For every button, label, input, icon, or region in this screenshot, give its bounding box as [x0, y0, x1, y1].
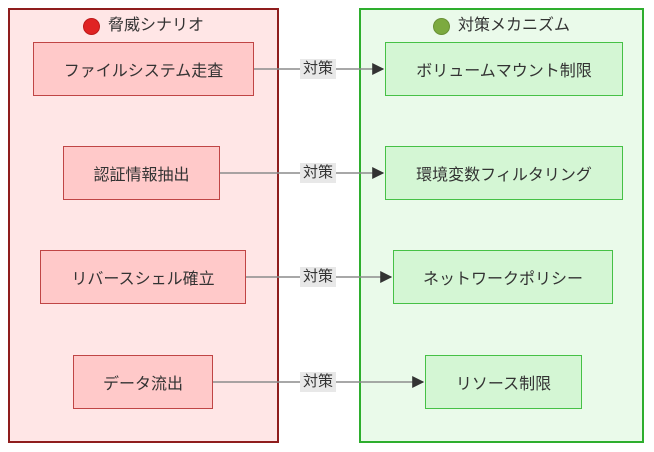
node-mitigation-resource-limit: リソース制限 [425, 355, 582, 409]
edge-4-label: 対策 [300, 372, 336, 392]
node-mitigation-network-policy: ネットワークポリシー [393, 250, 613, 304]
mitigation-group-title: 対策メカニズム [361, 10, 642, 36]
node-threat-credential-extract: 認証情報抽出 [63, 146, 220, 200]
node-threat-filesystem-scan: ファイルシステム走査 [33, 42, 254, 96]
threat-group-title-text: 脅威シナリオ [107, 17, 204, 34]
mitigation-group-title-text: 対策メカニズム [457, 17, 570, 34]
edge-1-label: 対策 [300, 59, 336, 79]
threat-group-title: 脅威シナリオ [10, 10, 277, 36]
edge-3-label: 対策 [300, 267, 336, 287]
node-mitigation-env-filtering: 環境変数フィルタリング [385, 146, 623, 200]
node-mitigation-volume-mount-limit: ボリュームマウント制限 [385, 42, 623, 96]
node-threat-reverse-shell: リバースシェル確立 [40, 250, 246, 304]
edge-2-label: 対策 [300, 163, 336, 183]
node-threat-data-exfiltration: データ流出 [73, 355, 213, 409]
red-circle-icon [82, 17, 100, 35]
green-circle-icon [432, 17, 450, 35]
